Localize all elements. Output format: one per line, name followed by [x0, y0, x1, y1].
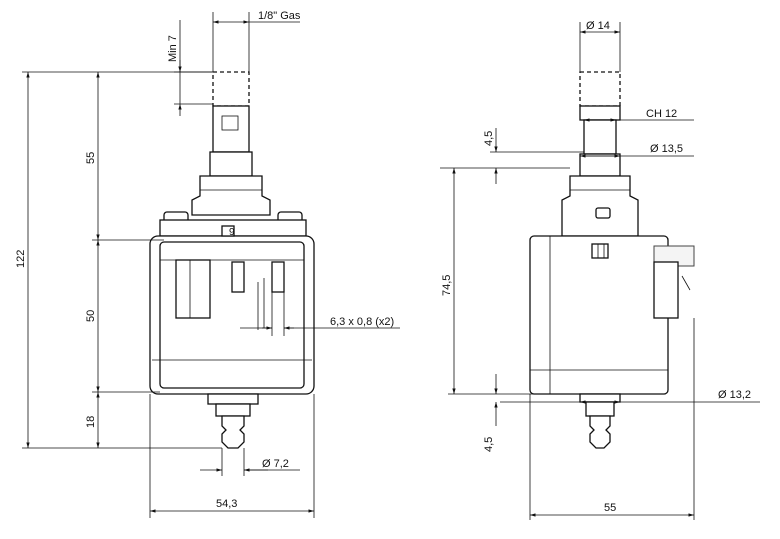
total-height-label: 122: [15, 250, 27, 268]
outlet-diameter-label: Ø 7,2: [262, 458, 289, 470]
upper-height-label: 55: [85, 152, 97, 164]
mid-height-label: 50: [85, 310, 97, 322]
lower-height-label: 18: [85, 416, 97, 428]
thread-label: 1/8" Gas: [258, 10, 301, 22]
hex-label: CH 12: [646, 108, 677, 120]
neck-diameter-label: Ø 13,5: [650, 143, 683, 155]
front-coil-body: [149, 211, 315, 395]
side-inlet-fitting: [561, 71, 639, 237]
bottom-offset-label: 4,5: [483, 437, 495, 452]
min-length-label: Min 7: [167, 35, 179, 62]
terminals-label: 6,3 x 0,8 (x2): [330, 316, 394, 328]
front-outlet-fitting: [207, 393, 259, 449]
side-width-label: 55: [604, 502, 616, 514]
front-width-label: 54,3: [216, 498, 237, 510]
marking-label: 9: [229, 227, 235, 238]
side-view: Ø 14 CH 12 4,5 Ø 13,5 74,5 Ø 13,2 4,5: [440, 20, 760, 520]
front-view: 1/8" Gas Min 7 122 55 50 18 6,3 x 0,8 (x…: [15, 10, 400, 518]
body-height-label: 74,5: [441, 275, 453, 296]
bottom-diameter-label: Ø 13,2: [718, 389, 751, 401]
front-inlet-fitting: [191, 71, 271, 216]
top-diameter-label: Ø 14: [586, 20, 610, 32]
side-coil-body: [529, 235, 695, 395]
top-offset-label: 4,5: [483, 131, 495, 146]
